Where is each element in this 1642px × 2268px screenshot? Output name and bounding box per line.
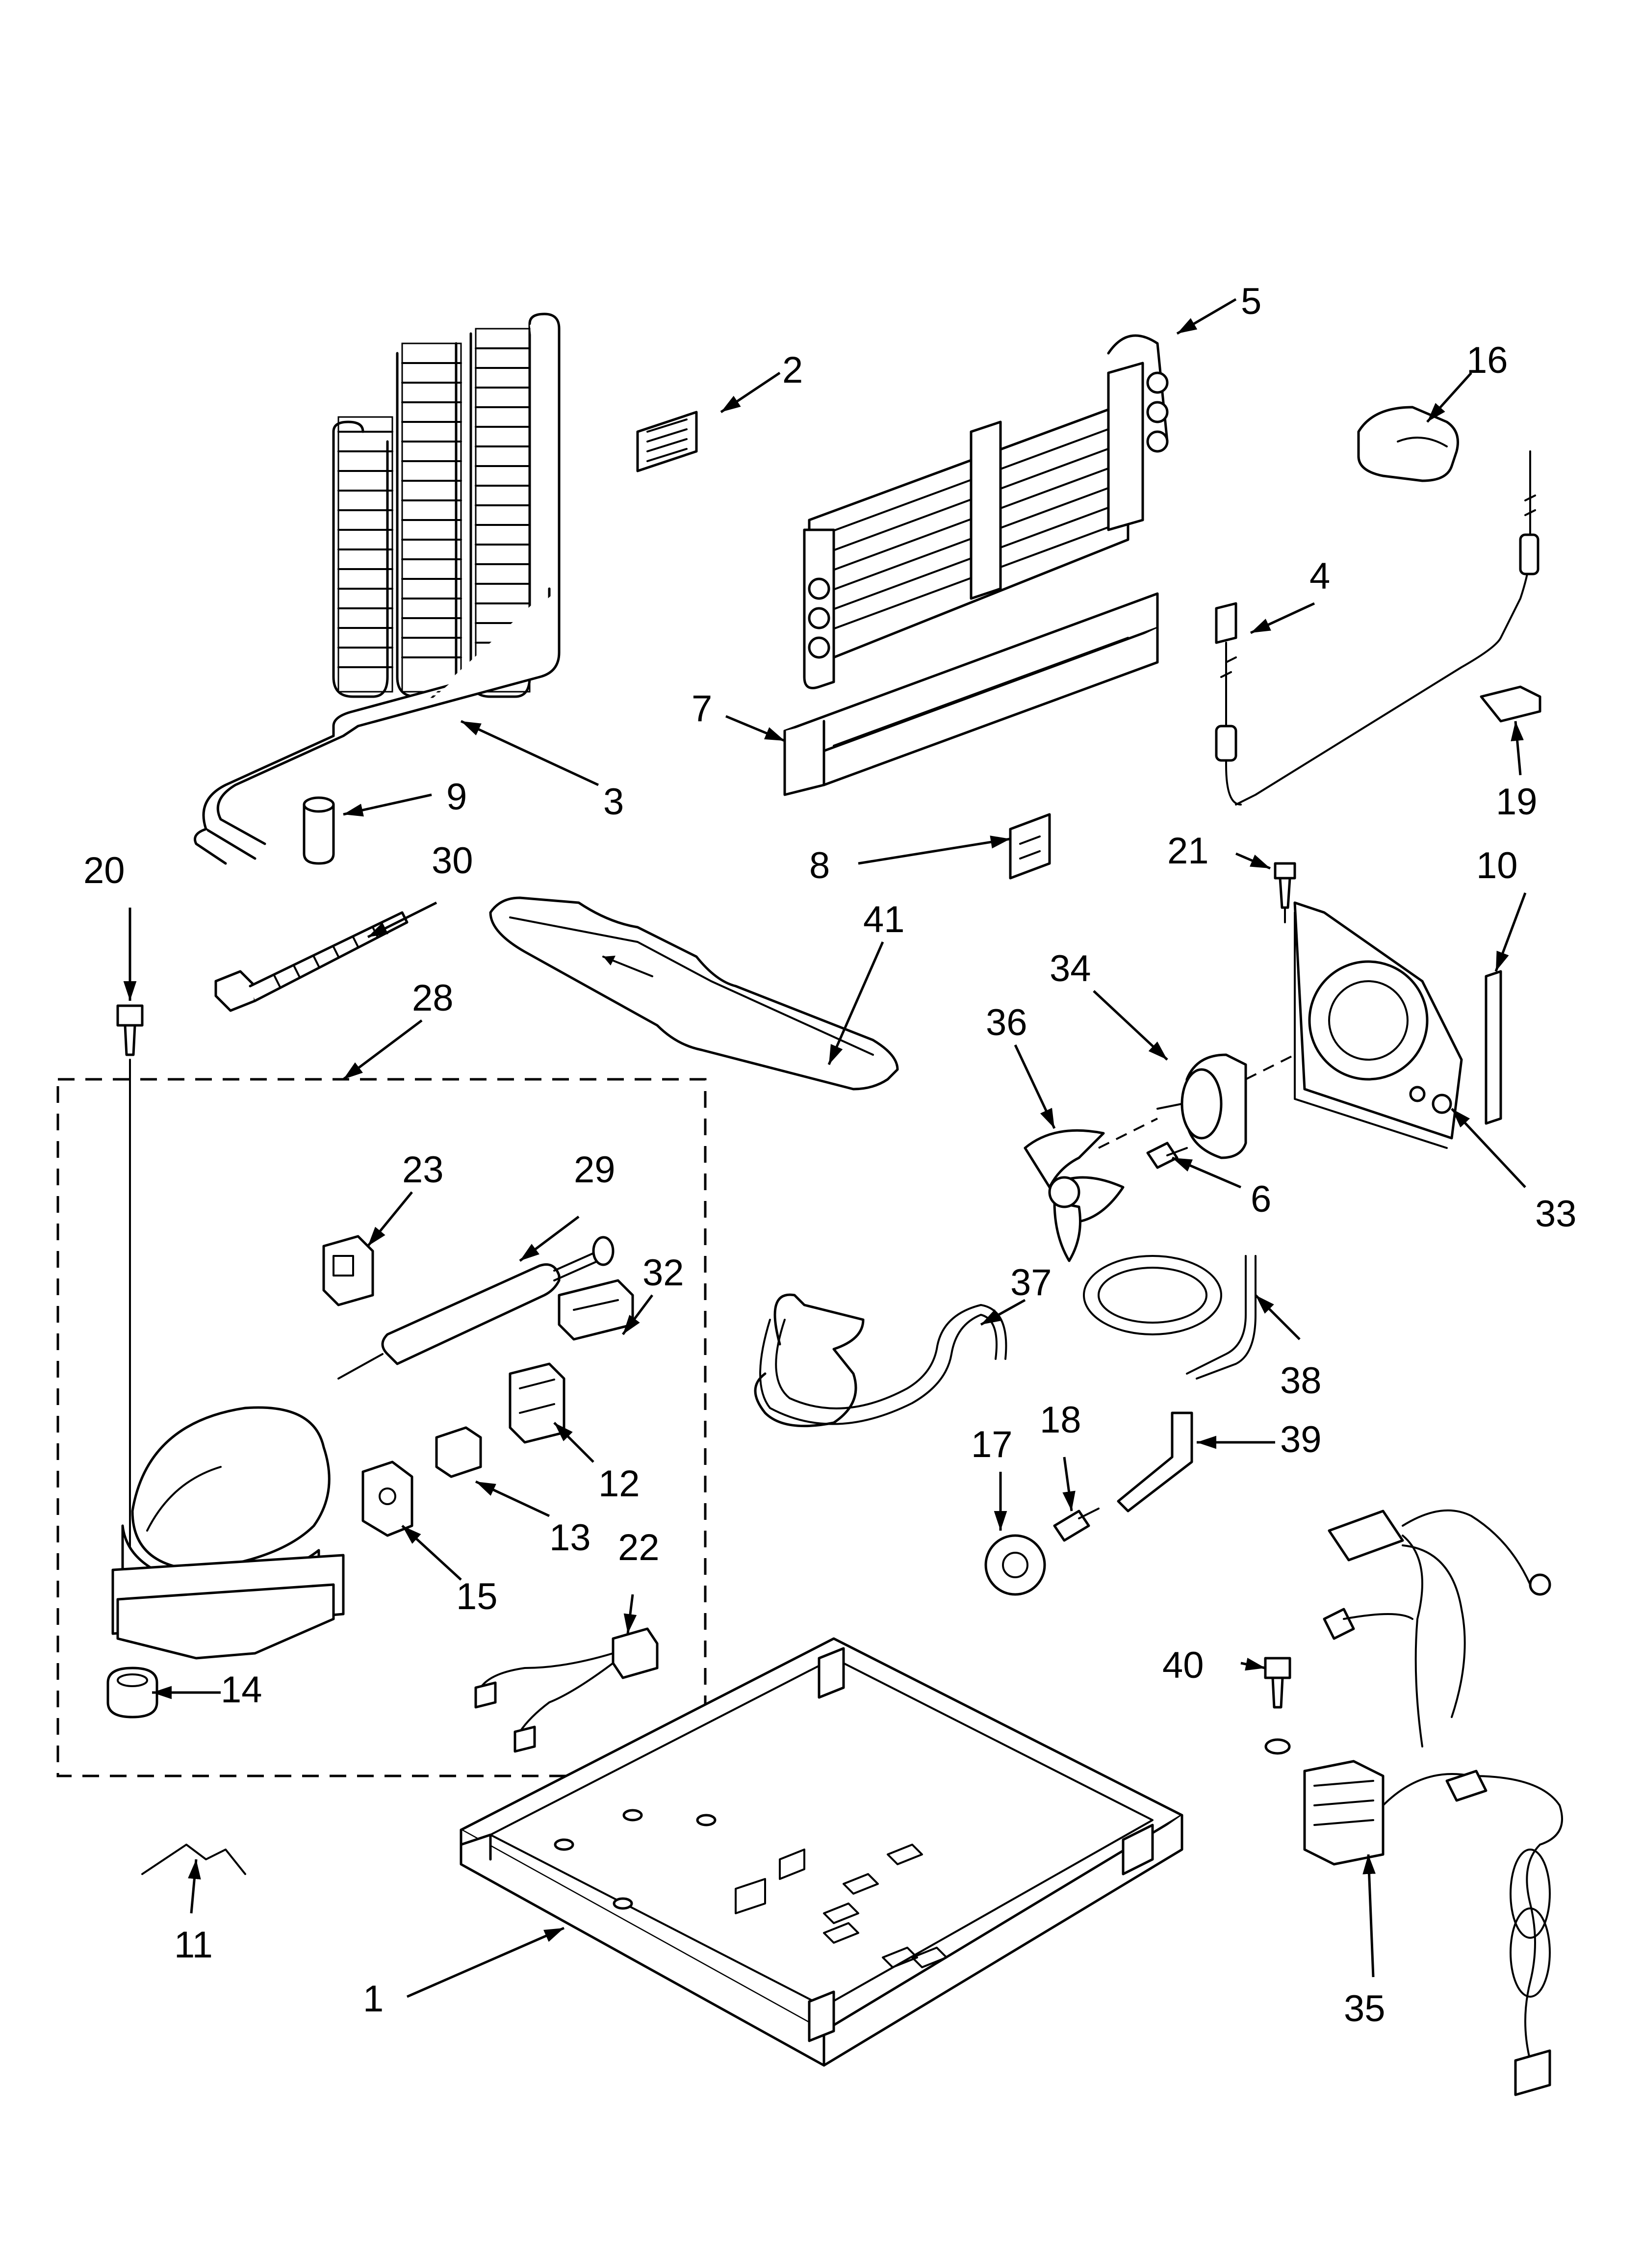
defrost-sensor-harness bbox=[1215, 602, 1242, 806]
callout-17: 17 bbox=[971, 1424, 1013, 1465]
shroud-screw bbox=[1274, 862, 1296, 923]
callout-35: 35 bbox=[1344, 1988, 1385, 2030]
drain-tube bbox=[754, 1293, 1007, 1428]
short-tube bbox=[1117, 1411, 1193, 1512]
relay-cover bbox=[509, 1362, 565, 1444]
start-relay bbox=[435, 1426, 482, 1478]
callout-21: 21 bbox=[1167, 830, 1209, 872]
callout-18: 18 bbox=[1040, 1399, 1081, 1441]
callout-37: 37 bbox=[1010, 1262, 1052, 1303]
callout-1: 1 bbox=[363, 1978, 384, 2020]
drier-fitting bbox=[303, 796, 335, 865]
cable-tie bbox=[214, 911, 409, 1012]
fan-blade bbox=[1024, 1129, 1125, 1262]
condenser-coil bbox=[194, 313, 561, 865]
compressor-screw bbox=[116, 1004, 144, 1620]
callout-13: 13 bbox=[549, 1517, 591, 1559]
fan-shroud bbox=[1293, 901, 1463, 1149]
callout-40: 40 bbox=[1162, 1644, 1204, 1686]
callout-16: 16 bbox=[1466, 339, 1508, 381]
callout-39: 39 bbox=[1280, 1419, 1322, 1460]
callout-30: 30 bbox=[432, 840, 473, 882]
leader-lines bbox=[123, 298, 1527, 1998]
callout-19: 19 bbox=[1496, 781, 1538, 823]
callout-5: 5 bbox=[1241, 281, 1261, 322]
callout-36: 36 bbox=[986, 1002, 1027, 1043]
power-cord-lead bbox=[474, 1627, 659, 1753]
compressor bbox=[111, 1406, 345, 1660]
base-frame bbox=[460, 1637, 1183, 2067]
drain-pan bbox=[489, 896, 899, 1091]
callout-3: 3 bbox=[603, 781, 624, 823]
ground-screw bbox=[1264, 1657, 1291, 1755]
thermostat-cover bbox=[1357, 406, 1459, 482]
motor-screw bbox=[1146, 1142, 1188, 1169]
callout-33: 33 bbox=[1535, 1193, 1577, 1235]
callout-11: 11 bbox=[174, 1924, 213, 1966]
start-device bbox=[322, 1235, 374, 1306]
evaporator-drain-trough bbox=[783, 592, 1159, 796]
callout-20: 20 bbox=[83, 850, 125, 891]
callout-41: 41 bbox=[863, 899, 905, 940]
callout-labels: 2 5 16 4 3 9 7 19 30 8 21 10 20 41 28 34… bbox=[83, 281, 1577, 2030]
callout-9: 9 bbox=[446, 776, 467, 818]
callout-2: 2 bbox=[782, 349, 803, 391]
capacitor-relay bbox=[558, 1279, 634, 1341]
callout-29: 29 bbox=[574, 1149, 616, 1191]
callout-32: 32 bbox=[642, 1252, 684, 1294]
axle-pin bbox=[1053, 1508, 1100, 1542]
callout-15: 15 bbox=[456, 1576, 498, 1617]
callout-8: 8 bbox=[809, 845, 830, 886]
compressor-grommet bbox=[106, 1667, 158, 1719]
foam-strip bbox=[1485, 970, 1502, 1125]
callout-22: 22 bbox=[618, 1527, 660, 1568]
wheel bbox=[984, 1534, 1046, 1596]
compressor-kit-boundary bbox=[56, 1078, 707, 1777]
callout-7: 7 bbox=[692, 688, 712, 730]
callout-34: 34 bbox=[1050, 948, 1091, 990]
overload-protector bbox=[361, 1460, 413, 1537]
insulation-pad bbox=[636, 411, 698, 472]
water-tube bbox=[1083, 1255, 1257, 1380]
callout-28: 28 bbox=[412, 977, 454, 1019]
callout-12: 12 bbox=[598, 1463, 640, 1505]
compressor-drier bbox=[337, 1236, 615, 1380]
mounting-bracket bbox=[1009, 813, 1051, 880]
sensor-probe bbox=[1235, 450, 1541, 806]
evaporator bbox=[803, 334, 1169, 689]
callout-10: 10 bbox=[1476, 845, 1518, 886]
callout-4: 4 bbox=[1309, 555, 1330, 597]
callout-23: 23 bbox=[402, 1149, 444, 1191]
callout-38: 38 bbox=[1280, 1360, 1322, 1402]
callout-14: 14 bbox=[221, 1669, 262, 1711]
callout-6: 6 bbox=[1251, 1178, 1271, 1220]
wire-harness bbox=[1303, 1509, 1563, 2096]
evaporator-fan-motor bbox=[1098, 1053, 1295, 1159]
wire-clip bbox=[141, 1844, 246, 1875]
